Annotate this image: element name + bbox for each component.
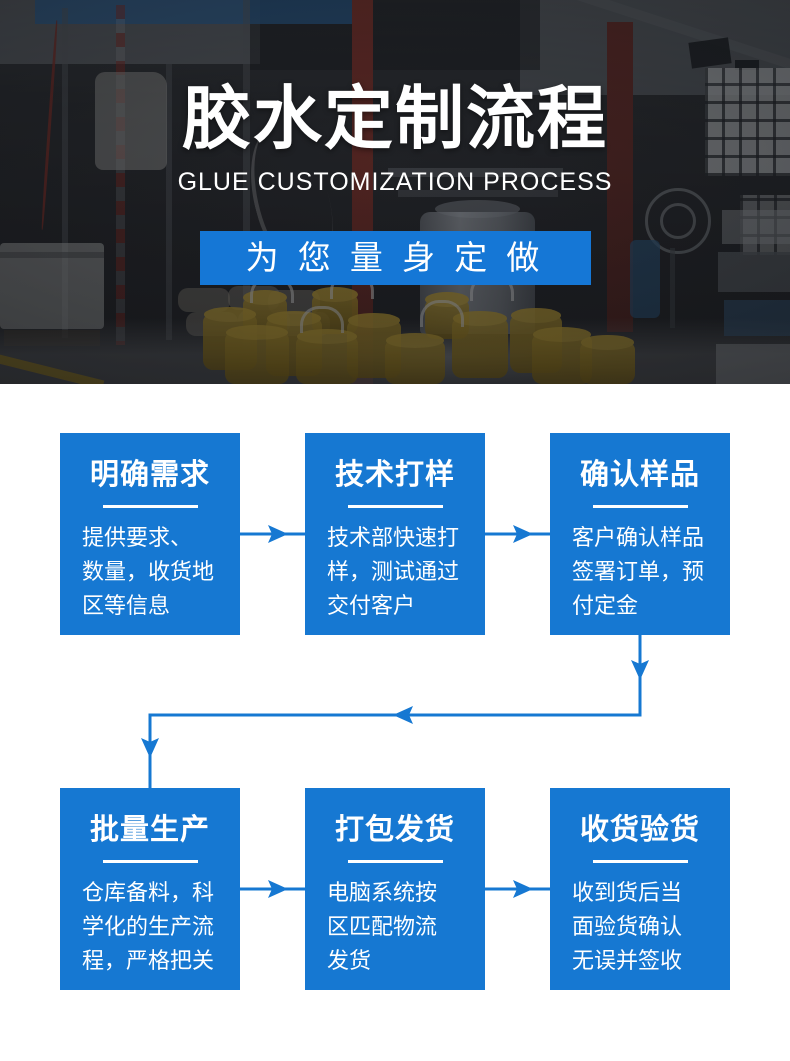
page-subtitle: GLUE CUSTOMIZATION PROCESS (177, 168, 613, 196)
step-desc: 收到货后当 面验货确认 无误并签收 (572, 880, 683, 973)
step-title: 打包发货 (334, 814, 455, 846)
step-box-clarify-requirements: 明确需求 提供要求、 数量，收货地 区等信息 (60, 433, 240, 635)
step-box-pack-ship: 打包发货 电脑系统按 区匹配物流 发货 (305, 788, 485, 990)
step-box-receive-inspect: 收货验货 收到货后当 面验货确认 无误并签收 (550, 788, 730, 990)
process-flowchart: 明确需求 提供要求、 数量，收货地 区等信息 技术打样 技术部快速打 样，测试通… (0, 384, 790, 1061)
step-desc: 客户确认样品 签署订单，预 付定金 (572, 525, 705, 618)
divider (102, 505, 198, 508)
hero-section: 胶水定制流程 GLUE CUSTOMIZATION PROCESS 为 您 量 … (0, 0, 790, 384)
step-desc: 电脑系统按 区匹配物流 发货 (327, 880, 438, 973)
step-title: 批量生产 (89, 814, 210, 846)
divider (592, 860, 688, 863)
step-desc: 技术部快速打 样，测试通过 交付客户 (327, 525, 460, 618)
step-box-mass-production: 批量生产 仓库备料，科 学化的生产流 程，严格把关 (60, 788, 240, 990)
step-box-technical-sampling: 技术打样 技术部快速打 样，测试通过 交付客户 (305, 433, 485, 635)
page-title: 胶水定制流程 (182, 80, 608, 157)
step-title: 技术打样 (334, 459, 455, 491)
divider (592, 505, 688, 508)
divider (347, 505, 443, 508)
step-title: 明确需求 (89, 459, 210, 491)
divider (347, 860, 443, 863)
step-desc: 提供要求、 数量，收货地 区等信息 (82, 525, 215, 618)
step-box-confirm-sample: 确认样品 客户确认样品 签署订单，预 付定金 (550, 433, 730, 635)
tagline-banner: 为 您 量 身 定 做 (199, 230, 591, 285)
step-desc: 仓库备料，科 学化的生产流 程，严格把关 (82, 880, 215, 973)
divider (102, 860, 198, 863)
step-title: 收货验货 (579, 814, 700, 846)
hero-content: 胶水定制流程 GLUE CUSTOMIZATION PROCESS 为 您 量 … (0, 0, 790, 384)
dark-overlay (0, 0, 790, 384)
step-title: 确认样品 (579, 459, 700, 491)
